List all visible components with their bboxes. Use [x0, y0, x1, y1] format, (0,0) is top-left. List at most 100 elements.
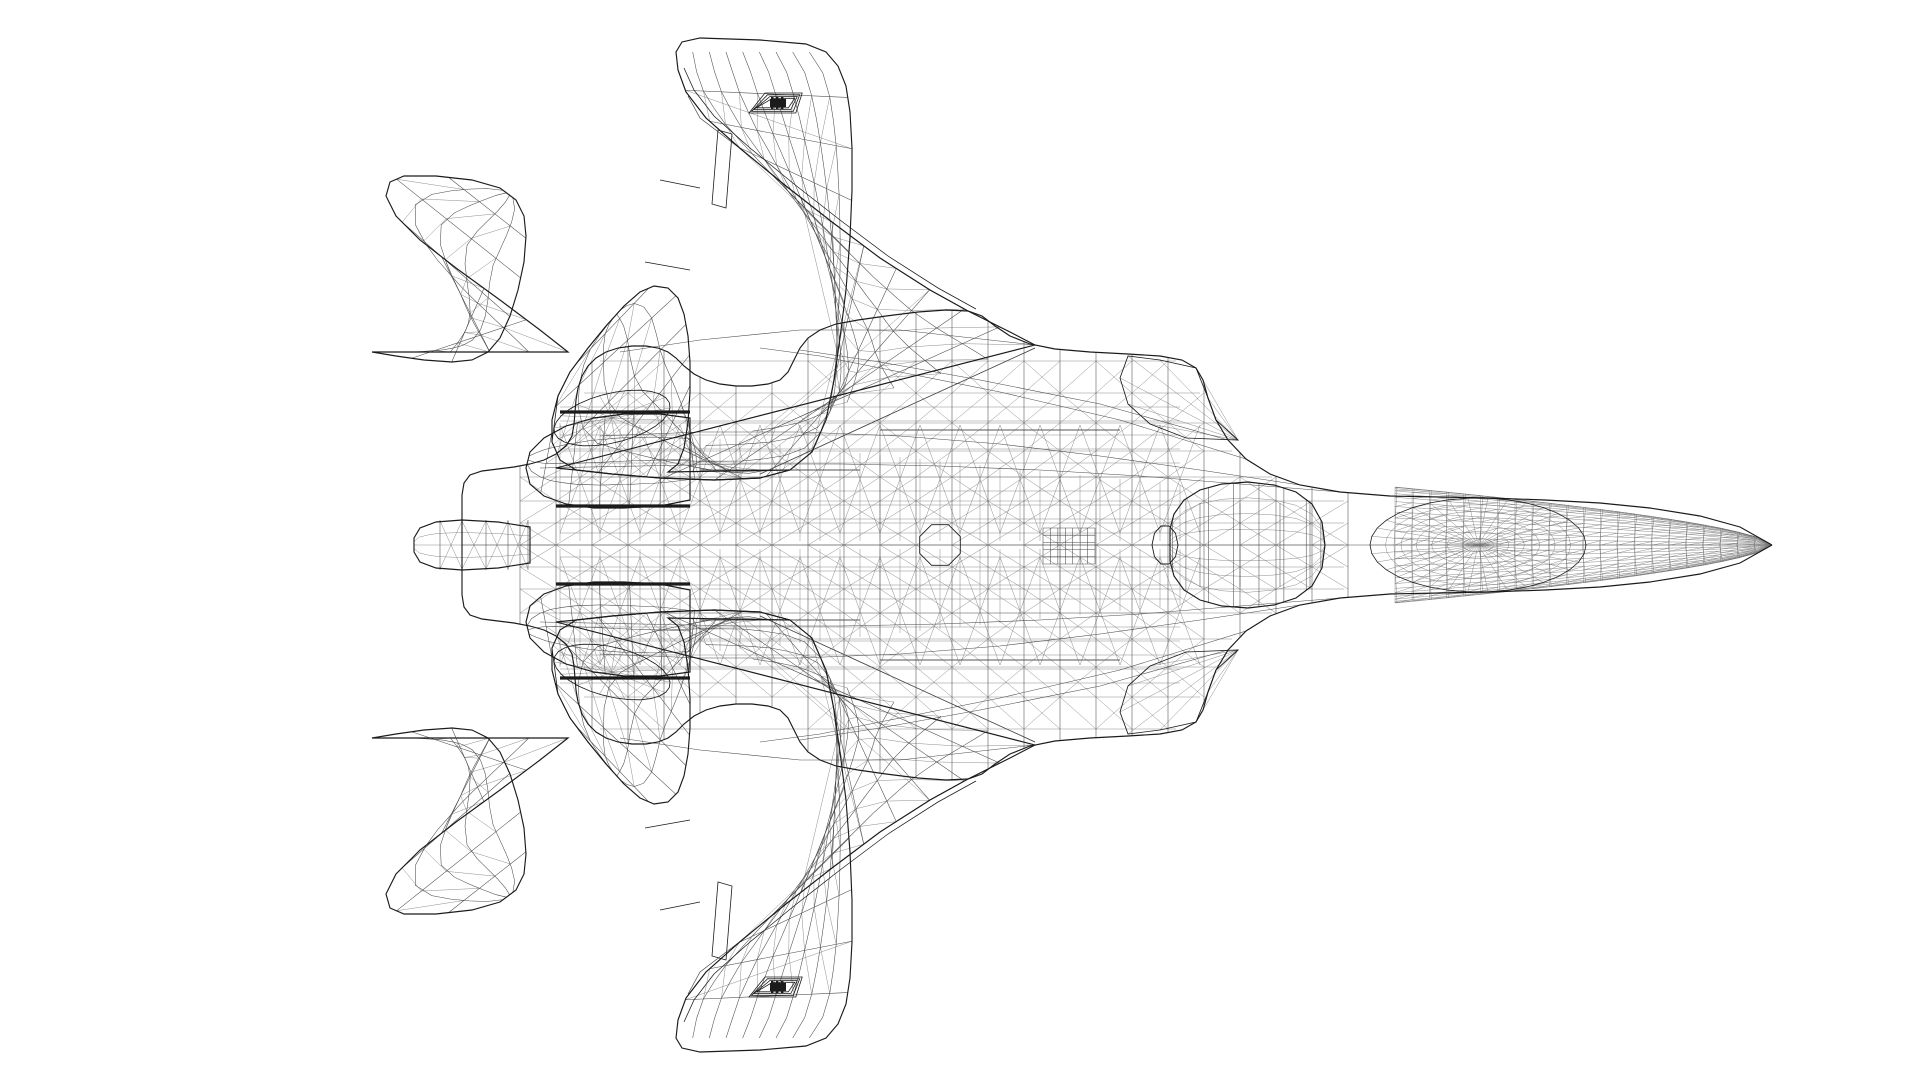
nose-diag-15-10 — [1497, 528, 1516, 534]
wing-mesh-diag-1-1-mirrored — [908, 742, 963, 747]
fin-diag-0-5-mirrored — [557, 636, 580, 706]
wing-edge-strip-0-mirrored — [677, 778, 969, 1021]
nose-diag-11-6 — [1566, 516, 1584, 519]
wing-mesh-diag-0-6 — [805, 209, 833, 223]
fuse-diag-a-21-2 — [1239, 500, 1277, 524]
fuse-diag-a-15-4-mirrored — [1023, 612, 1061, 640]
nose-diag-1-12 — [1737, 543, 1755, 546]
wing-mesh-diag-1-1 — [908, 343, 963, 348]
nose-diag-1-6 — [1737, 536, 1755, 539]
fuse-diag-a-13-4-mirrored — [951, 612, 989, 640]
fuse-diag-a-23-2 — [1311, 500, 1349, 524]
nose-diag-9-14 — [1600, 548, 1618, 554]
engine-nozzle-lower-diag-2-4 — [543, 611, 574, 627]
wing-rib-1-mirrored — [663, 611, 1000, 764]
nose-diag-14-0 — [1514, 499, 1533, 502]
canopy-longline-3-mirrored — [1169, 544, 1326, 593]
nose-diag-6-24 — [1652, 569, 1670, 574]
nose-diag-12-10 — [1549, 530, 1567, 536]
fin-diag-1-3-mirrored — [634, 631, 656, 665]
fuse-diag-a-20-1-mirrored — [1203, 544, 1241, 568]
nose-diag-9-18 — [1600, 563, 1618, 569]
nose-diag-2-4 — [1720, 530, 1738, 534]
wing-mesh-diag-6-2 — [797, 422, 803, 435]
fin-rib-5-mirrored — [556, 636, 687, 766]
fin-rib-7-mirrored — [575, 725, 649, 802]
nose-diag-8-2 — [1617, 513, 1635, 516]
fin-diag-1-6-mirrored — [579, 705, 606, 757]
nose-diag-8-12 — [1617, 541, 1635, 546]
hstab-rib-5-mirrored — [396, 811, 521, 912]
wing-mesh-diag-0-4 — [859, 263, 897, 269]
radome-spoke-4 — [1477, 544, 1558, 577]
fuse-diag-a-4-3 — [627, 476, 665, 502]
fuse-diag-b-19-3-mirrored — [1167, 588, 1205, 614]
fuse-diag-b-12-4 — [915, 450, 953, 478]
fuse-diag-b-9-7-mirrored — [807, 696, 845, 730]
fin-hinge-0-mirrored — [659, 901, 701, 911]
nose-spoke-20 — [1394, 544, 1773, 589]
engine-nozzle-lower-diag-1-2 — [601, 627, 633, 653]
fuse-diag-a-15-6 — [1023, 392, 1061, 424]
wing-rib-11 — [685, 89, 848, 98]
fuse-diag-a-18-1 — [1131, 522, 1169, 546]
fin-diag-0-1 — [693, 466, 743, 479]
nose-diag-5-12 — [1669, 542, 1687, 546]
nose-diag-6-10 — [1652, 535, 1670, 539]
nose-spoke-23 — [1394, 544, 1773, 600]
wing-mesh-diag-6-9-mirrored — [813, 907, 821, 948]
nose-diag-19-18 — [1429, 574, 1447, 582]
boom-diag-b-2 — [485, 520, 509, 570]
hstab-spar-4 — [411, 197, 515, 353]
nose-diag-12-18 — [1549, 567, 1567, 573]
nose-diag-8-24 — [1617, 574, 1635, 579]
engine-nozzle-upper-ring-3 — [526, 463, 691, 486]
fairing-spoke-1 — [611, 417, 665, 421]
fin-spar-2 — [603, 317, 742, 472]
nose-diag-6-12 — [1652, 541, 1670, 546]
fin-marker-0-bar-2 — [781, 97, 784, 109]
nose-diag-12-24 — [1549, 583, 1567, 587]
wing-mesh-diag-7-2-mirrored — [770, 634, 785, 649]
nose-diag-4-18 — [1686, 556, 1704, 561]
nose-diag-10-16 — [1583, 557, 1601, 563]
wing-mesh-diag-3-9 — [772, 133, 777, 166]
fin-rib-6-mirrored — [555, 682, 676, 795]
fuse-diag-b-11-1-mirrored — [879, 544, 917, 568]
nose-diag-3-18 — [1703, 554, 1721, 559]
fin-panel-slot-0 — [711, 129, 733, 209]
fin-diag-3-5-mirrored — [634, 713, 652, 773]
fin-diag-2-6-mirrored — [603, 727, 620, 772]
fuse-diag-a-16-3 — [1059, 476, 1097, 502]
hstab-rib-6-mirrored — [448, 851, 527, 913]
fuse-diag-a-8-5-mirrored — [771, 638, 809, 668]
wing-mesh-diag-5-10 — [788, 95, 794, 137]
nose-diag-11-2 — [1566, 507, 1584, 509]
wing-mesh-diag-0-2-mirrored — [911, 779, 965, 782]
nose-diag-6-18 — [1651, 559, 1670, 565]
wing-mesh-diag-4-8-mirrored — [801, 882, 806, 914]
fuse-diag-b-13-5 — [951, 422, 989, 452]
fairing-spoke-4-mirrored — [598, 644, 613, 673]
nose-diag-17-10 — [1463, 527, 1481, 533]
bay-diag2-920-mirrored — [919, 556, 961, 666]
tail-stinger-boom — [413, 519, 531, 571]
wing-edge-strip-1-mirrored — [683, 780, 977, 1023]
wing-mesh-diag-6-8-mirrored — [822, 864, 827, 902]
fuse-diag-a-14-7 — [987, 360, 1025, 394]
bay-diag2-960-mirrored — [959, 556, 1001, 666]
nose-diag-4-10 — [1686, 537, 1704, 540]
wing-spar-8 — [658, 51, 841, 462]
fuse-diag-b-17-3-mirrored — [1095, 588, 1133, 614]
fuse-diag-b-14-4 — [987, 450, 1025, 478]
fuse-diag-a-17-4 — [1095, 450, 1133, 478]
nose-diag-1-24 — [1737, 553, 1755, 559]
fuse-diag-b-20-2-mirrored — [1203, 566, 1241, 590]
wing-mesh-diag-7-9 — [826, 145, 837, 189]
wing-mesh-diag-7-8-mirrored — [831, 855, 840, 896]
fuse-diag-a-6-5 — [699, 422, 737, 452]
fin-rib-3-mirrored — [646, 613, 691, 705]
radome-spoke-28 — [1477, 502, 1527, 546]
engine-nozzle-lower-ring-1 — [528, 633, 691, 654]
nose-diag-7-24 — [1634, 572, 1653, 576]
